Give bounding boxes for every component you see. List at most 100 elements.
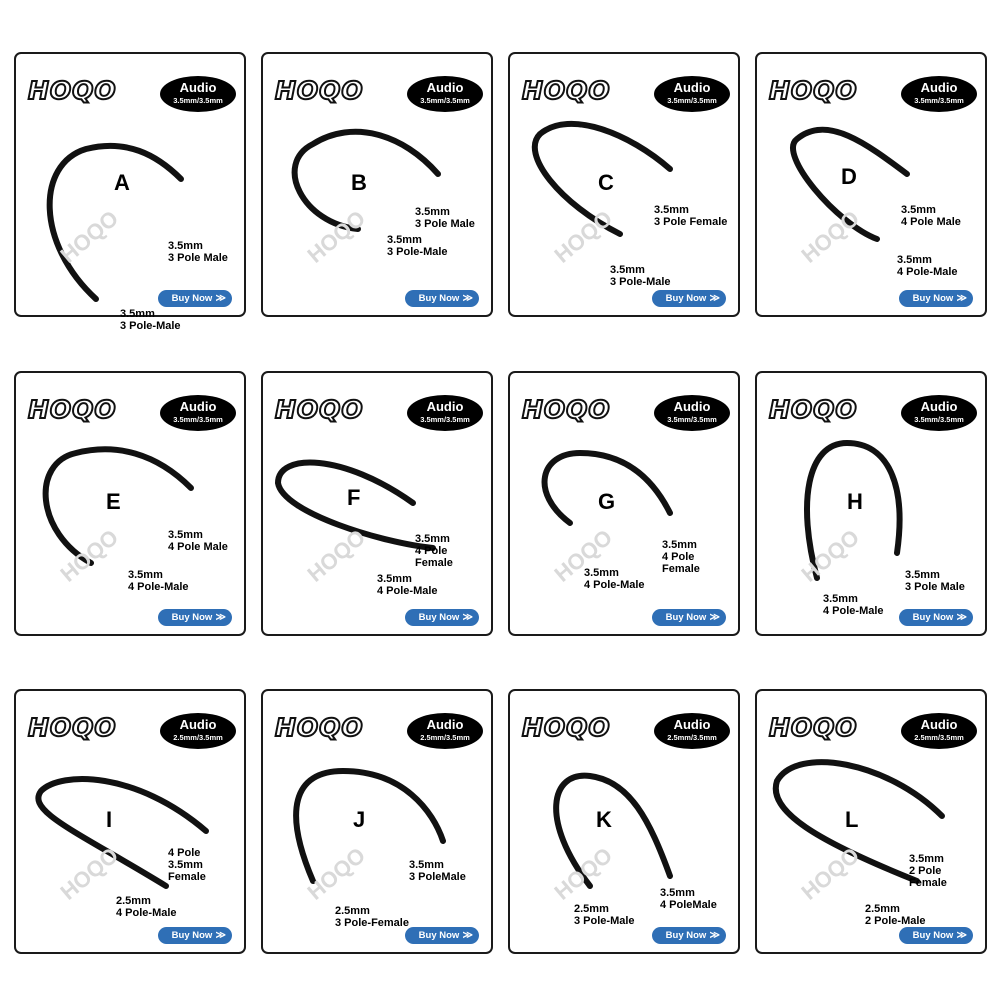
connector-label-end-2: 3.5mm 4 Pole-Male	[584, 567, 645, 591]
variant-letter: C	[598, 170, 614, 195]
buy-now-label: Buy Now	[912, 930, 954, 941]
cable-illustration	[274, 459, 436, 551]
audio-badge-label: Audio	[920, 399, 958, 414]
audio-badge-spec: 2.5mm/3.5mm	[420, 733, 470, 742]
connector-label-end-2: 3.5mm 4 Pole-Male	[128, 569, 189, 593]
buy-now-button[interactable]: Buy Now≫	[899, 609, 973, 626]
connector-label-end-2: 3.5mm 4 Pole-Male	[377, 573, 438, 597]
audio-badge-spec: 3.5mm/3.5mm	[420, 96, 470, 105]
audio-badge-label: Audio	[426, 399, 464, 414]
connector-label-end-2: 2.5mm 4 Pole-Male	[116, 895, 177, 919]
buy-now-label: Buy Now	[665, 612, 707, 623]
connector-label-end-1: 3.5mm 3 Pole Male	[905, 569, 965, 593]
cable-illustration	[553, 772, 673, 889]
connector-label-end-1: 3.5mm 3 PoleMale	[409, 859, 466, 883]
cable-illustration	[541, 449, 673, 526]
audio-badge-label: Audio	[179, 399, 217, 414]
buy-now-button[interactable]: Buy Now≫	[405, 927, 479, 944]
audio-badge-label: Audio	[673, 80, 711, 95]
buy-now-button[interactable]: Buy Now≫	[158, 927, 232, 944]
variant-letter: F	[347, 485, 361, 510]
connector-label-end-1: 3.5mm 4 PoleMale	[660, 887, 717, 911]
connector-label-end-1: 3.5mm 4 Pole Male	[901, 204, 961, 228]
connector-label-end-2: 2.5mm 3 Pole-Female	[335, 905, 409, 929]
connector-label-end-1: 3.5mm 4 Pole Female	[415, 533, 453, 569]
variant-letter: D	[841, 164, 857, 189]
cable-illustration	[291, 128, 441, 232]
buy-now-label: Buy Now	[665, 293, 707, 304]
buy-now-button[interactable]: Buy Now≫	[652, 290, 726, 307]
cable-illustration	[790, 126, 910, 242]
audio-badge-spec: 2.5mm/3.5mm	[173, 733, 223, 742]
buy-now-label: Buy Now	[171, 930, 213, 941]
connector-label-end-2: 3.5mm 4 Pole-Male	[823, 593, 884, 617]
variant-letter: E	[106, 489, 121, 514]
chevron-right-icon: ≫	[462, 293, 473, 304]
audio-badge-label: Audio	[920, 717, 958, 732]
cable-illustration	[293, 767, 446, 884]
connector-label-end-2: 3.5mm 3 Pole-Male	[610, 264, 671, 288]
audio-badge-spec: 3.5mm/3.5mm	[420, 415, 470, 424]
brand-logo: HOQO	[768, 712, 858, 743]
brand-logo: HOQO	[274, 712, 364, 743]
buy-now-button[interactable]: Buy Now≫	[405, 609, 479, 626]
chevron-right-icon: ≫	[956, 293, 967, 304]
chevron-right-icon: ≫	[956, 612, 967, 623]
buy-now-button[interactable]: Buy Now≫	[158, 290, 232, 307]
buy-now-button[interactable]: Buy Now≫	[405, 290, 479, 307]
chevron-right-icon: ≫	[462, 930, 473, 941]
chevron-right-icon: ≫	[709, 293, 720, 304]
connector-label-end-1: 4 Pole 3.5mm Female	[168, 847, 206, 883]
cable-illustration	[772, 759, 945, 884]
brand-logo: HOQO	[521, 394, 611, 425]
buy-now-button[interactable]: Buy Now≫	[652, 609, 726, 626]
cable-illustration	[804, 439, 903, 581]
buy-now-button[interactable]: Buy Now≫	[899, 290, 973, 307]
buy-now-label: Buy Now	[171, 293, 213, 304]
connector-label-end-2: 3.5mm 3 Pole-Male	[387, 234, 448, 258]
audio-badge-label: Audio	[673, 399, 711, 414]
buy-now-label: Buy Now	[912, 293, 954, 304]
audio-badge-label: Audio	[426, 717, 464, 732]
audio-badge-spec: 2.5mm/3.5mm	[914, 733, 964, 742]
buy-now-button[interactable]: Buy Now≫	[652, 927, 726, 944]
buy-now-label: Buy Now	[418, 293, 460, 304]
connector-label-end-1: 3.5mm 2 Pole Female	[909, 853, 947, 889]
connector-label-end-1: 3.5mm 3 Pole Female	[654, 204, 728, 228]
connector-label-end-1: 3.5mm 3 Pole Male	[168, 240, 228, 264]
audio-badge-label: Audio	[179, 80, 217, 95]
connector-label-end-2: 3.5mm 3 Pole-Male	[120, 308, 181, 332]
brand-logo: HOQO	[274, 394, 364, 425]
variant-letter: K	[596, 807, 612, 832]
brand-logo: HOQO	[768, 75, 858, 106]
chevron-right-icon: ≫	[462, 612, 473, 623]
connector-label-end-2: 2.5mm 2 Pole-Male	[865, 903, 926, 927]
buy-now-button[interactable]: Buy Now≫	[899, 927, 973, 944]
brand-logo: HOQO	[27, 712, 117, 743]
audio-badge-spec: 3.5mm/3.5mm	[667, 415, 717, 424]
variant-letter: L	[845, 807, 859, 832]
buy-now-button[interactable]: Buy Now≫	[158, 609, 232, 626]
chevron-right-icon: ≫	[709, 930, 720, 941]
chevron-right-icon: ≫	[215, 612, 226, 623]
audio-badge-spec: 3.5mm/3.5mm	[173, 96, 223, 105]
